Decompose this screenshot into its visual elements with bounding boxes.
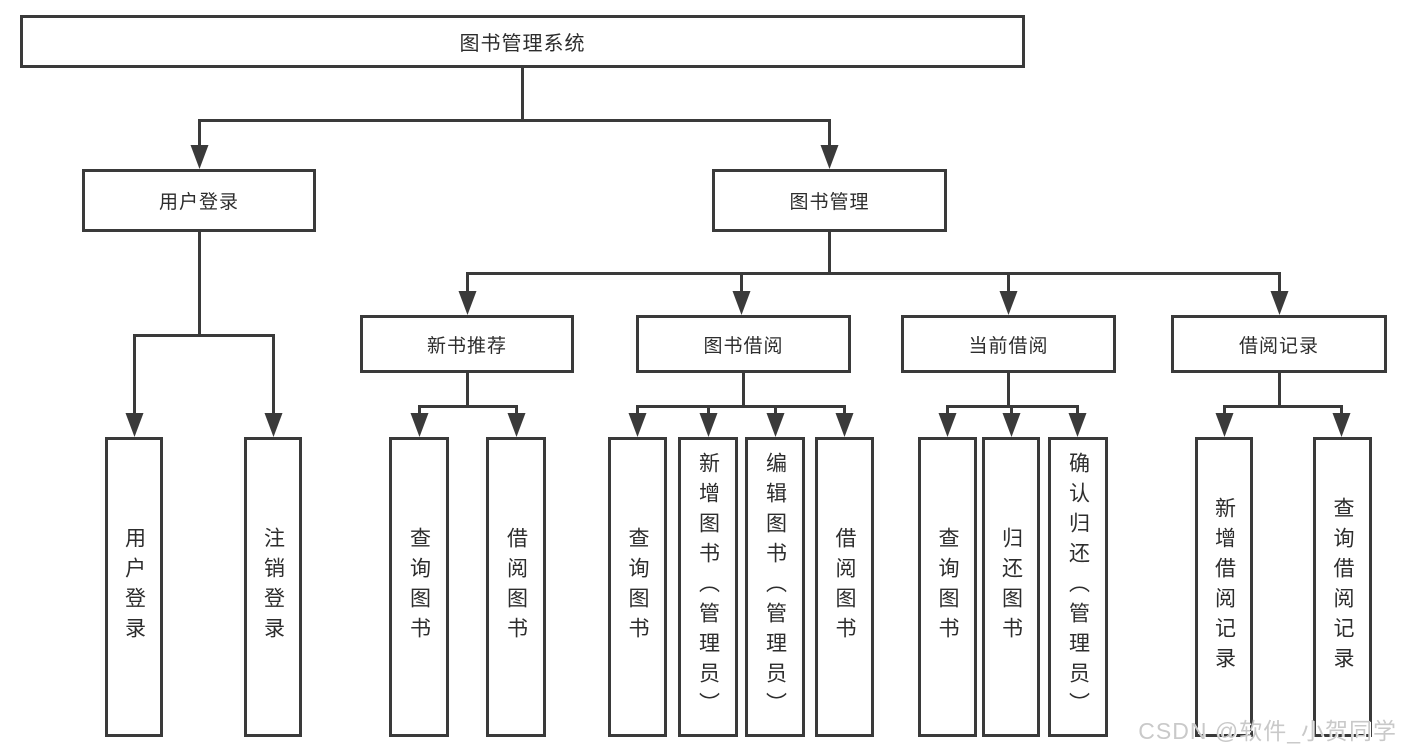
leaf-query-books-current: 查询图书 [918, 437, 977, 737]
leaf-label: 借阅图书 [833, 527, 856, 647]
node-current-borrowing: 当前借阅 [901, 315, 1116, 373]
leaf-label: 编辑图书（管理员） [763, 452, 787, 722]
leaf-edit-books-admin: 编辑图书（管理员） [745, 437, 805, 737]
leaf-user-login: 用户登录 [105, 437, 163, 737]
leaf-query-books-borrowing: 查询图书 [608, 437, 667, 737]
leaf-label: 查询图书 [936, 527, 959, 647]
leaf-add-books-admin: 新增图书（管理员） [678, 437, 738, 737]
node-user-login: 用户登录 [82, 169, 316, 232]
leaf-label: 查询图书 [407, 527, 431, 647]
leaf-label: 查询图书 [626, 527, 649, 647]
leaf-label: 注销登录 [261, 527, 285, 647]
leaf-query-borrow-record: 查询借阅记录 [1313, 437, 1372, 737]
leaf-add-borrow-record: 新增借阅记录 [1195, 437, 1253, 737]
node-book-management: 图书管理 [712, 169, 947, 232]
leaf-confirm-return-admin: 确认归还（管理员） [1048, 437, 1108, 737]
leaf-query-books-recommend: 查询图书 [389, 437, 449, 737]
node-borrowing-records: 借阅记录 [1171, 315, 1387, 373]
leaf-label: 新增图书（管理员） [696, 452, 720, 722]
leaf-label: 新增借阅记录 [1212, 497, 1236, 677]
node-library-management-system: 图书管理系统 [20, 15, 1025, 68]
leaf-label: 借阅图书 [504, 527, 528, 647]
leaf-label: 查询借阅记录 [1331, 497, 1354, 677]
leaf-label: 确认归还（管理员） [1066, 452, 1090, 722]
leaf-return-books: 归还图书 [982, 437, 1040, 737]
leaf-label: 用户登录 [122, 527, 146, 647]
leaf-label: 归还图书 [999, 527, 1023, 647]
node-book-borrowing: 图书借阅 [636, 315, 851, 373]
leaf-borrow-books-recommend: 借阅图书 [486, 437, 546, 737]
node-new-book-recommend: 新书推荐 [360, 315, 574, 373]
leaf-logout: 注销登录 [244, 437, 302, 737]
leaf-borrow-books-borrowing: 借阅图书 [815, 437, 874, 737]
